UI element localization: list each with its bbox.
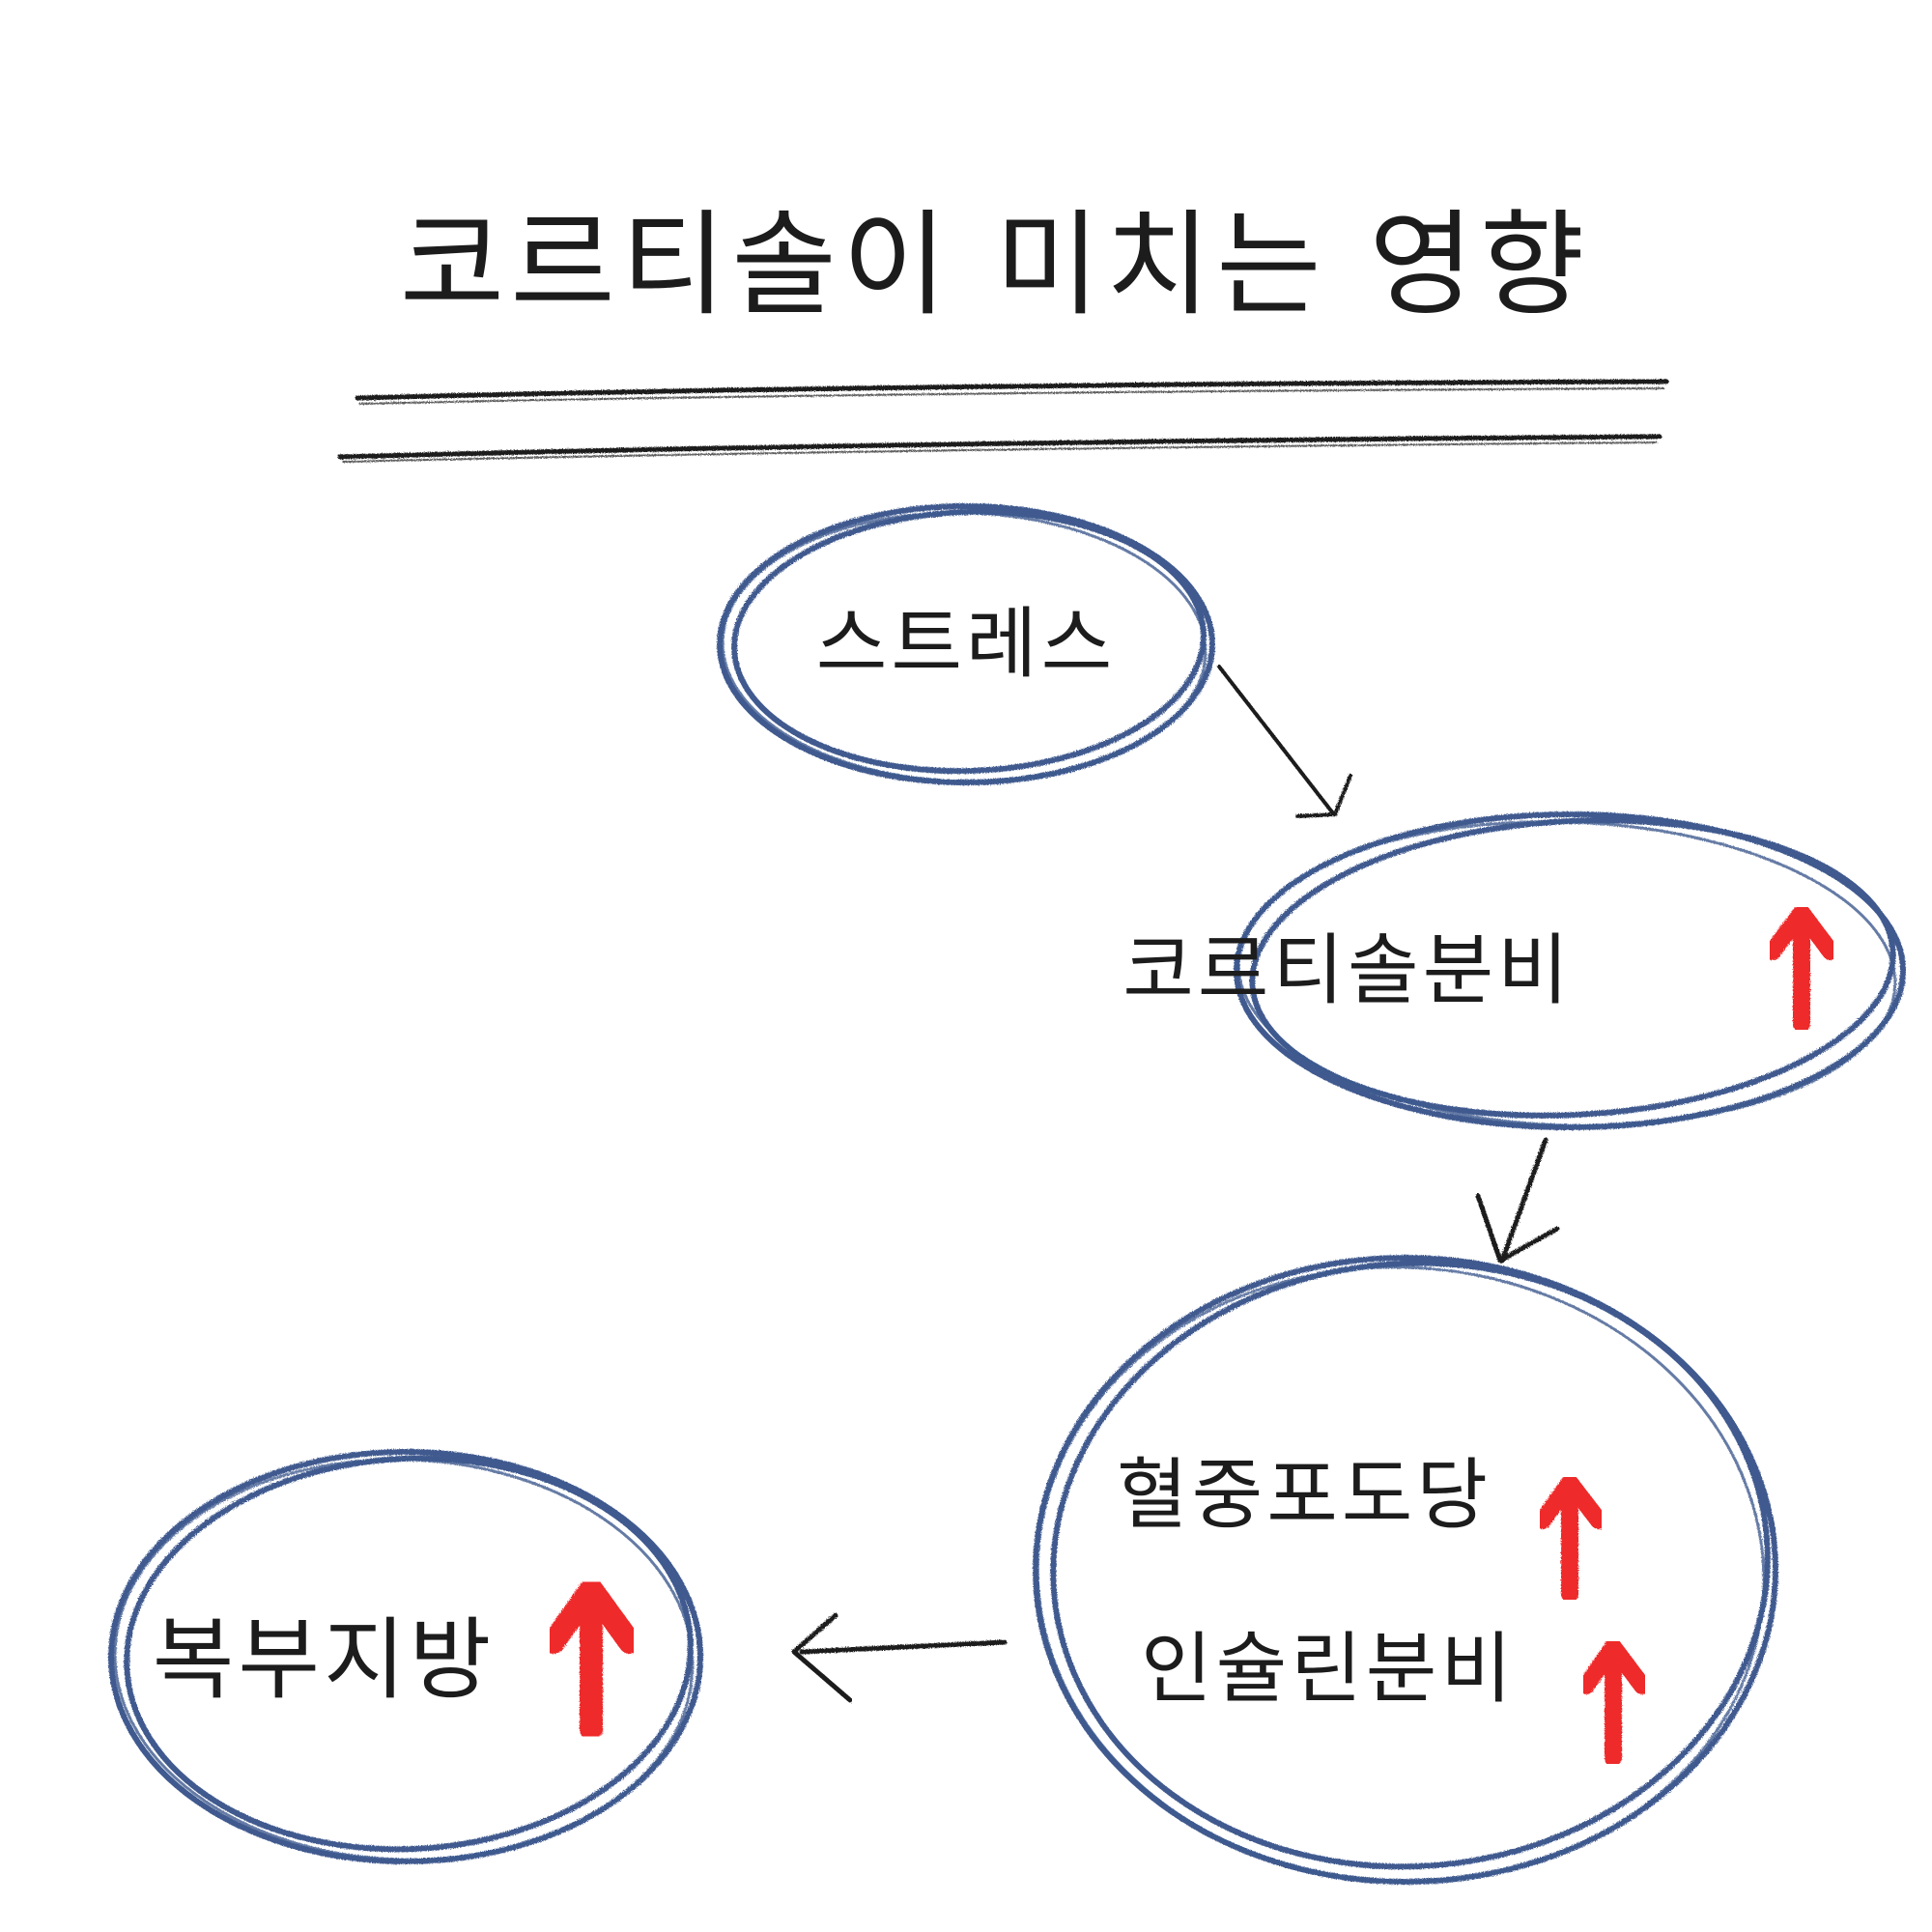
node-stress-outline: [717, 503, 1215, 785]
node-belly-fat: 복부지방: [108, 1449, 703, 1864]
node-belly-fat-label: 복부지방: [153, 1608, 496, 1712]
edge-stress-to-cortisol: [1217, 665, 1352, 818]
node-glucose-label: 혈중포도당: [1117, 1450, 1492, 1540]
node-cortisol-outline: [1234, 811, 1906, 1130]
node-belly-fat-outline: [108, 1449, 703, 1864]
node-cortisol-label: 코르티솔분비: [1122, 925, 1573, 1015]
node-metabolic: 혈중포도당 인슐린분비: [1033, 1255, 1778, 1885]
edge-metabolic-to-belly-fat: [791, 1612, 1008, 1703]
red-up-arrow-icon: [1764, 904, 1839, 1033]
node-insulin-label: 인슐린분비: [1141, 1624, 1516, 1714]
red-up-arrow-icon: [1534, 1474, 1607, 1603]
red-up-arrow-icon: [1577, 1638, 1651, 1767]
diagram-title: 코르티솔이 미치는 영향: [400, 198, 1591, 331]
node-stress: 스트레스: [717, 503, 1215, 785]
node-cortisol: 코르티솔분비: [1122, 811, 1906, 1130]
red-up-arrow-icon: [542, 1577, 641, 1741]
node-stress-label: 스트레스: [816, 599, 1116, 689]
node-metabolic-outline: [1033, 1255, 1778, 1885]
edge-cortisol-to-metabolic: [1475, 1137, 1560, 1264]
title-underline: [337, 379, 1669, 463]
